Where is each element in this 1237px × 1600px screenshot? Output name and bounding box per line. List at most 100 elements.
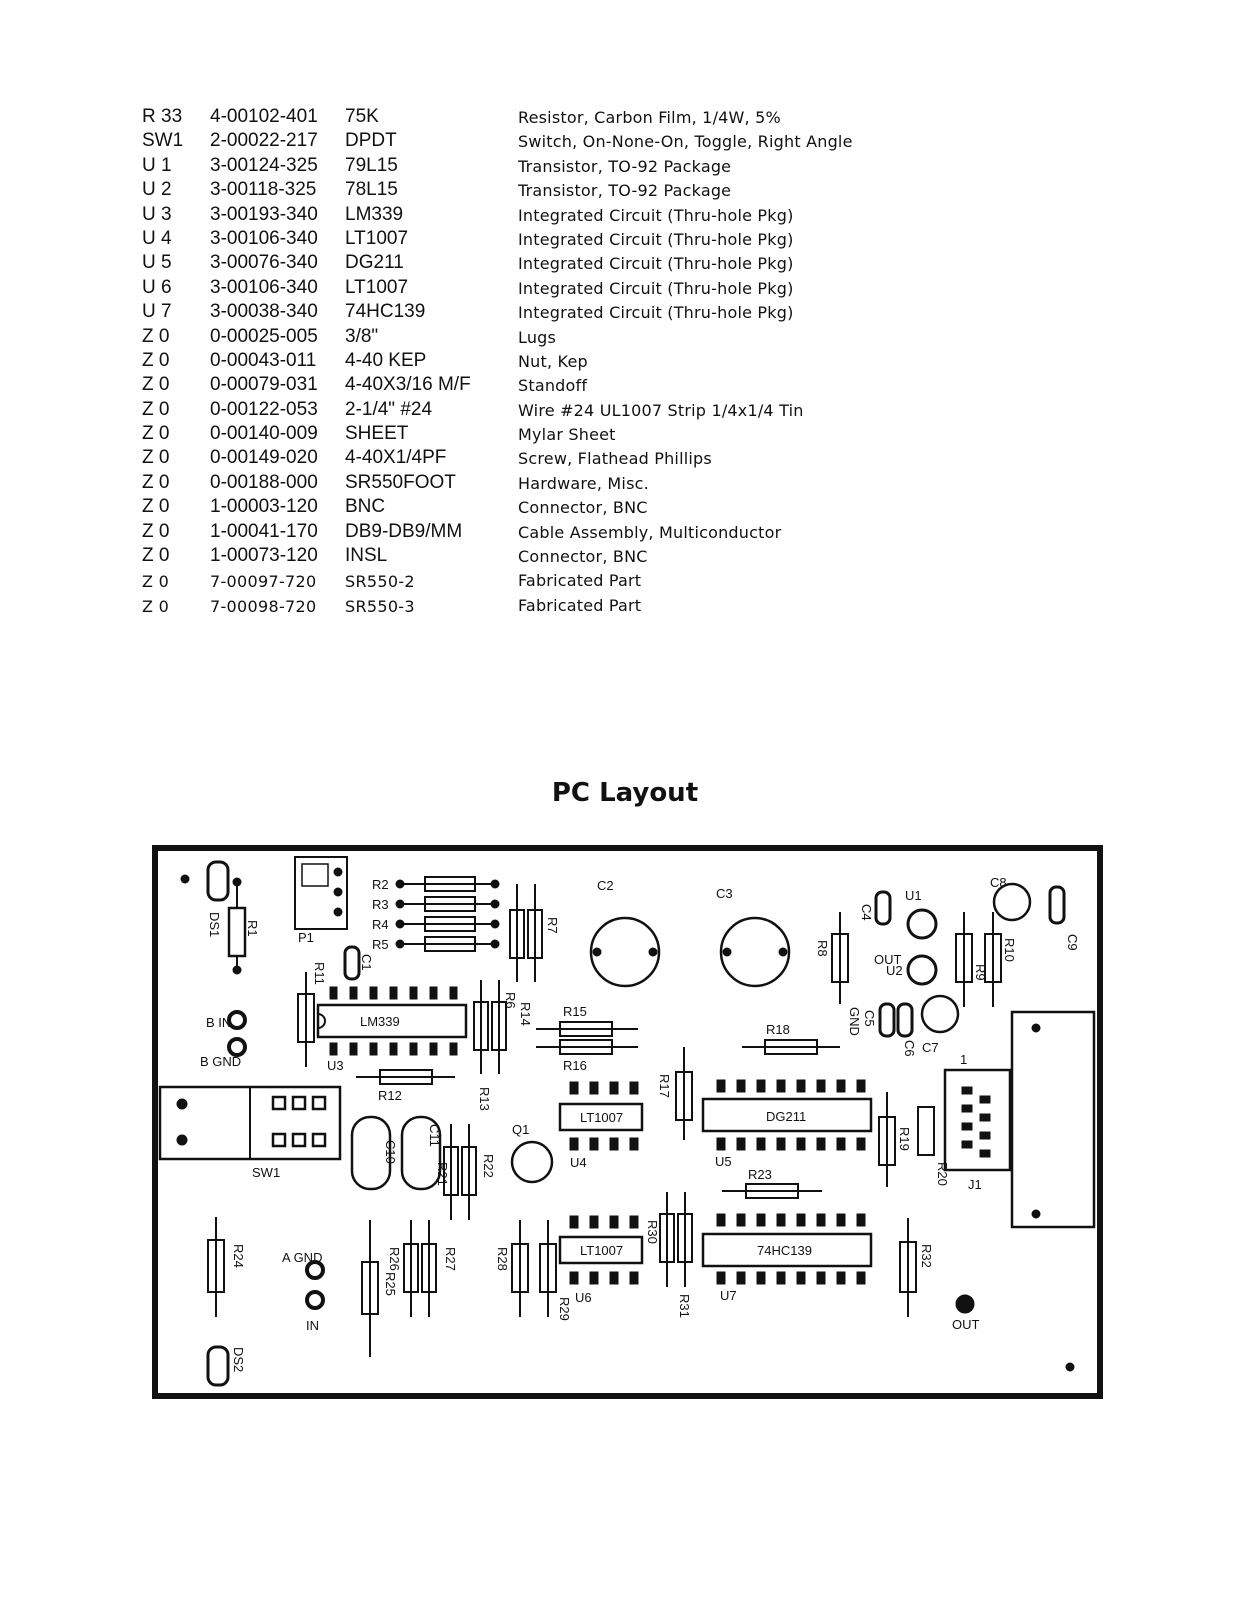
label-r4: R4 xyxy=(372,917,389,932)
part-ref: Z 0 xyxy=(142,325,170,347)
label-r11: R11 xyxy=(312,962,327,985)
c3-capacitor xyxy=(719,916,791,988)
part-value: 74HC139 xyxy=(345,301,426,323)
part-ref: Z 0 xyxy=(142,423,170,445)
part-description: Cable Assembly, Multiconductor xyxy=(518,522,782,542)
part-value: 4-40X1/4PF xyxy=(345,447,447,469)
c4-capacitor xyxy=(874,890,892,926)
label-c2: C2 xyxy=(597,878,614,893)
part-value: DB9-DB9/MM xyxy=(345,520,463,542)
label-r5: R5 xyxy=(372,937,389,952)
part-value: DPDT xyxy=(345,130,397,152)
label-r29: R29 xyxy=(557,1297,572,1321)
part-description: Fabricated Part xyxy=(518,595,642,615)
part-description: Screw, Flathead Phillips xyxy=(518,449,712,469)
part-ref: U 7 xyxy=(142,301,172,323)
pc-layout-diagram: R1 DS1 P1 R2 R3 R4 R5 R7 C1 R11 C2 C3 R8… xyxy=(150,842,1104,1402)
label-j1: J1 xyxy=(968,1177,982,1192)
part-ref: R 33 xyxy=(142,106,183,127)
label-c11: C11 xyxy=(427,1124,442,1147)
part-description: Integrated Circuit (Thru-hole Pkg) xyxy=(518,254,794,274)
label-sw1: SW1 xyxy=(252,1165,280,1180)
part-ref: U 2 xyxy=(142,179,172,201)
label-u2: U2 xyxy=(886,963,903,978)
part-number: 3-00124-325 xyxy=(210,154,318,176)
part-value: BNC xyxy=(345,496,386,518)
label-r3: R3 xyxy=(372,897,389,912)
part-ref: Z 0 xyxy=(142,374,170,396)
part-description: Transistor, TO-92 Package xyxy=(518,156,732,176)
part-description: Standoff xyxy=(518,376,588,396)
part-number: 3-00038-340 xyxy=(210,301,318,323)
c6-capacitor xyxy=(896,1002,914,1038)
part-ref: U 4 xyxy=(142,227,172,249)
label-gnd-u2: GND xyxy=(847,1007,862,1036)
label-a-in: IN xyxy=(306,1318,319,1333)
label-r14: R14 xyxy=(518,1002,533,1026)
label-c6: C6 xyxy=(902,1040,917,1057)
part-ref: SW1 xyxy=(142,130,184,152)
label-r16: R16 xyxy=(563,1058,587,1073)
lt1007-u4-chip xyxy=(558,1102,644,1132)
label-r9: R9 xyxy=(973,964,988,981)
label-r2: R2 xyxy=(372,877,389,892)
part-number: 3-00193-340 xyxy=(210,203,318,225)
dg211-chip xyxy=(701,1097,873,1133)
part-ref: Z 0 xyxy=(142,596,170,616)
label-r10: R10 xyxy=(1002,938,1017,962)
part-ref: Z 0 xyxy=(142,398,170,420)
label-r27: R27 xyxy=(443,1247,458,1271)
part-ref: U 5 xyxy=(142,252,172,274)
part-description: Nut, Kep xyxy=(518,351,588,371)
label-u4: U4 xyxy=(570,1155,587,1170)
part-number: 3-00076-340 xyxy=(210,252,318,274)
part-description: Integrated Circuit (Thru-hole Pkg) xyxy=(518,303,794,323)
part-value: LT1007 xyxy=(345,276,409,298)
c7-capacitor xyxy=(920,994,960,1034)
part-ref: Z 0 xyxy=(142,520,170,542)
label-r20: R20 xyxy=(935,1162,950,1186)
lt1007-u6-chip xyxy=(558,1235,644,1265)
hc139-chip xyxy=(701,1232,873,1268)
part-number: 3-00106-340 xyxy=(210,227,318,249)
label-lm339: LM339 xyxy=(360,1014,400,1029)
label-r30: R30 xyxy=(645,1220,660,1244)
part-number: 2-00022-217 xyxy=(210,130,318,152)
part-number: 1-00003-120 xyxy=(210,496,318,518)
label-hc139: 74HC139 xyxy=(757,1243,812,1258)
label-u7: U7 xyxy=(720,1288,737,1303)
c1-capacitor xyxy=(343,945,361,981)
part-value: 3/8" xyxy=(345,325,379,347)
r2-r5-resistors xyxy=(400,876,495,952)
label-r31: R31 xyxy=(677,1294,692,1318)
u2-regulator xyxy=(906,954,938,986)
label-r25: R25 xyxy=(383,1272,398,1296)
b-in-terminal xyxy=(227,1010,247,1030)
label-a-gnd: A GND xyxy=(282,1250,322,1265)
p1-header xyxy=(294,856,348,930)
board-outline xyxy=(152,845,1103,1399)
c11-capacitor xyxy=(400,1115,442,1191)
part-description: Integrated Circuit (Thru-hole Pkg) xyxy=(518,229,794,249)
label-q1: Q1 xyxy=(512,1122,529,1137)
part-description: Mylar Sheet xyxy=(518,425,616,445)
part-value: LM339 xyxy=(345,203,404,225)
part-value: SR550-2 xyxy=(345,572,415,592)
a-gnd-terminal xyxy=(305,1260,325,1280)
lm339-pins xyxy=(329,986,458,1056)
part-number: 0-00025-005 xyxy=(210,325,318,347)
part-value: INSL xyxy=(345,545,388,567)
part-description: Integrated Circuit (Thru-hole Pkg) xyxy=(518,205,794,225)
part-number: 0-00079-031 xyxy=(210,374,318,396)
part-ref: U 3 xyxy=(142,203,172,225)
label-lt1007-u6: LT1007 xyxy=(580,1243,623,1258)
